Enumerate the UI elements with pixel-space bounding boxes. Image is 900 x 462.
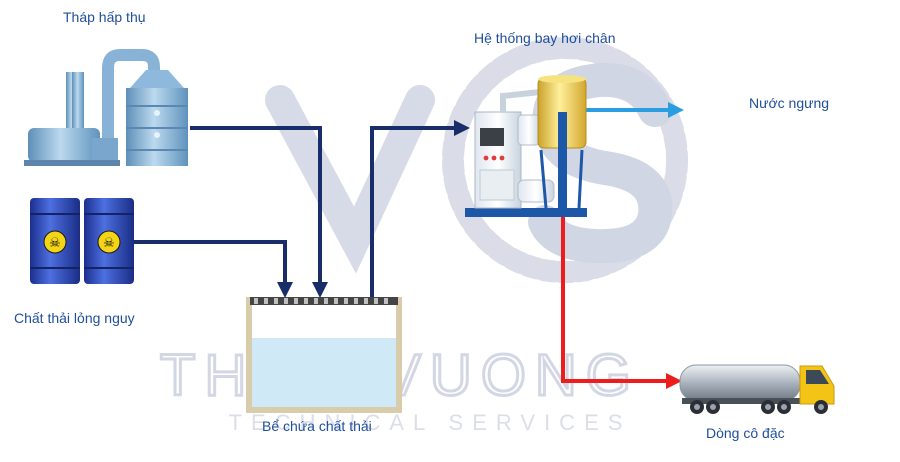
arrowhead-evaporator [454,120,470,136]
evaporator-machine-icon [465,75,587,217]
arrowhead-barrels [277,282,293,298]
condensate-flow [585,102,684,118]
barrels-to-tank-line [128,240,287,290]
tanker-truck-icon [679,364,835,414]
svg-text:☠: ☠ [49,236,61,251]
absorber-to-tank-line [190,126,322,290]
concentrate-flow [561,215,682,389]
condensate-label: Nước ngưng [749,95,830,111]
absorber-label: Tháp hấp thụ [63,9,146,25]
waste-flow-lines [128,126,458,303]
concentrate-label: Dòng cô đặc [706,425,785,441]
arrowhead-absorber [312,282,328,298]
storage-tank-label: Bể chứa chất thải [262,418,372,434]
scrubber-tower-icon [24,49,188,166]
hazard-barrel-icon: ☠ ☠ [30,198,134,284]
svg-text:☠: ☠ [103,236,115,251]
hazardous-liquid-label: Chất thải lỏng nguy [14,310,135,326]
tank-to-evaporator-line [370,126,458,303]
storage-tank-icon [246,297,402,413]
waste-flow-arrowheads [277,120,470,298]
watermark-tagline-text: TECHNICAL SERVICES [229,410,632,435]
evaporator-label: Hệ thống bay hơi chân [474,30,616,46]
